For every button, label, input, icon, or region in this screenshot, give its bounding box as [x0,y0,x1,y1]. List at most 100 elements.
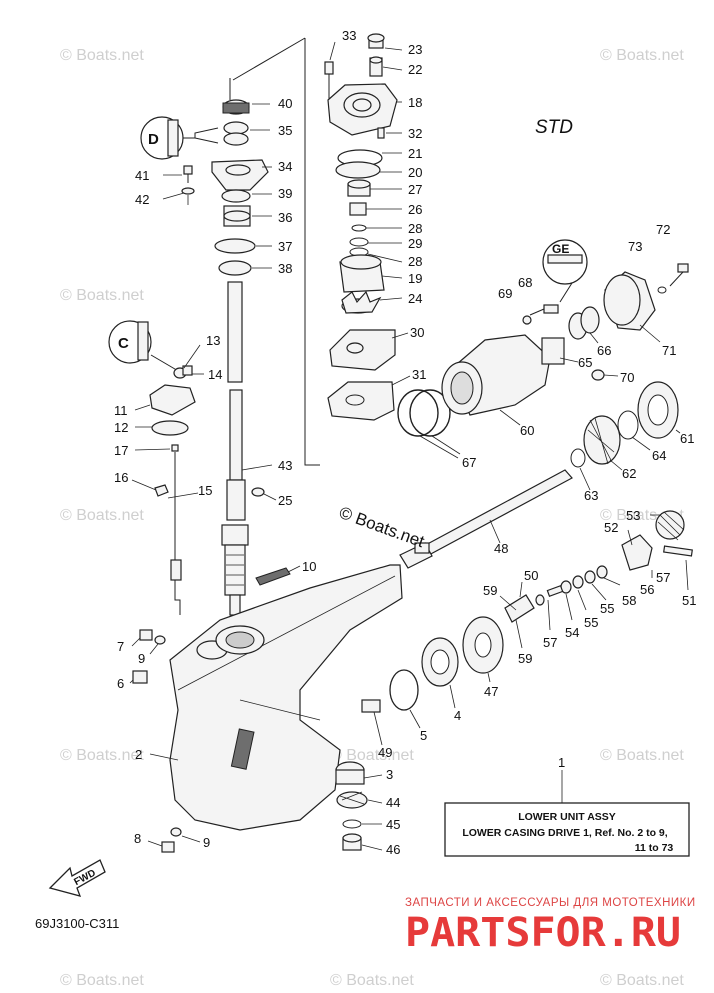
part-label: 18 [408,95,422,110]
screw-8 [161,841,175,853]
part-label: 9 [203,835,210,850]
pinion-parts [335,699,381,851]
shift-rod-group [149,365,196,615]
pin-25 [251,487,265,497]
part-label: 32 [408,126,422,141]
grease-callout-d: D [140,116,219,160]
part-label: 60 [520,423,534,438]
part-label: 25 [278,493,292,508]
part-label: 67 [462,455,476,470]
part-label: 31 [412,367,426,382]
part-label: 48 [494,541,508,556]
assembly-title: LOWER UNIT ASSY [518,811,616,823]
plug-6 [132,670,148,684]
copyright-mark: © Boats.net [337,503,427,551]
watermark: © Boats.net [600,972,684,988]
assembly-line2: 11 to 73 [635,842,674,854]
watermark: © Boats.net [60,47,144,64]
watermark: © Boats.net [330,747,414,764]
part-label: 44 [386,795,400,810]
part-label: 17 [114,443,128,458]
part-label: 55 [600,601,614,616]
watermark: © Boats.net [330,972,414,988]
pump-group-bracket [304,38,320,466]
part-label: 34 [278,159,292,174]
part-label: 28 [408,221,422,236]
part-label: 55 [584,615,598,630]
part-label: 57 [543,635,557,650]
part-label: 65 [578,355,592,370]
part-label: 16 [114,470,128,485]
part-label: 12 [114,420,128,435]
part-label: 33 [342,28,356,43]
assembly-info-box: LOWER UNIT ASSY LOWER CASING DRIVE 1, Re… [444,802,690,857]
watermark: © Boats.net [60,747,144,764]
part-label: 64 [652,448,666,463]
bolt-49 [414,542,430,554]
part-label: 66 [597,343,611,358]
part-label: 29 [408,236,422,251]
part-label: 73 [628,239,642,254]
watermark: © Boats.net [600,747,684,764]
part-label: 23 [408,42,422,57]
svg-text:FWD: FWD [72,868,97,888]
assembly-line1: LOWER CASING DRIVE 1, Ref. No. 2 to 9, [462,827,667,839]
part-label: 59 [518,651,532,666]
part-label: 68 [518,275,532,290]
part-label: 54 [565,625,579,640]
watermark: © Boats.net [600,47,684,64]
part-label: 42 [135,192,149,207]
svg-text:C: C [118,335,129,352]
diagram-code: 69J3100-C311 [35,916,119,931]
part-label: 62 [622,466,636,481]
part-label: 37 [278,239,292,254]
part-label: 38 [278,261,292,276]
plate-10 [255,567,291,586]
washer-42 [181,187,195,195]
lower-casing [169,564,403,831]
part-label: 70 [620,370,634,385]
part-label: 49 [378,745,392,760]
svg-text:D: D [148,131,159,148]
part-label: 45 [386,817,400,832]
part-label: 36 [278,210,292,225]
part-label: 19 [408,271,422,286]
part-label: 56 [640,582,654,597]
part-label: 72 [656,222,670,237]
part-label: 26 [408,202,422,217]
part-label: 5 [420,728,427,743]
part-label: 13 [206,333,220,348]
part-label: 4 [454,708,461,723]
leader-lines [129,41,689,851]
grease-callout-c: C [108,320,181,373]
part-label: 47 [484,684,498,699]
part-label: 51 [682,593,696,608]
part-label: 11 [114,403,128,418]
part-number-labels: 40 35 34 39 36 37 38 43 25 10 41 42 13 1… [114,28,696,857]
grease-callout-ge: GE [542,239,588,303]
part-label: 35 [278,123,292,138]
part-label: 61 [680,431,694,446]
drive-shaft-stack [211,99,269,616]
part-label: 63 [584,488,598,503]
part-label: 2 [135,747,142,762]
part-label: 52 [604,520,618,535]
part-label: 20 [408,165,422,180]
gasket-9 [154,635,166,645]
part-label: 57 [656,570,670,585]
bolt-41 [183,165,193,175]
part-label: 41 [135,168,149,183]
part-label: 3 [386,767,393,782]
part-label: 30 [410,325,424,340]
part-label: 10 [302,559,316,574]
part-label: 14 [208,367,222,382]
part-label: 7 [117,639,124,654]
part-label: 21 [408,146,422,161]
part-label: 43 [278,458,292,473]
part-label: 24 [408,291,422,306]
part-label: 27 [408,182,422,197]
fwd-arrow-icon: FWD [48,859,106,897]
part-label: 1 [558,755,565,770]
